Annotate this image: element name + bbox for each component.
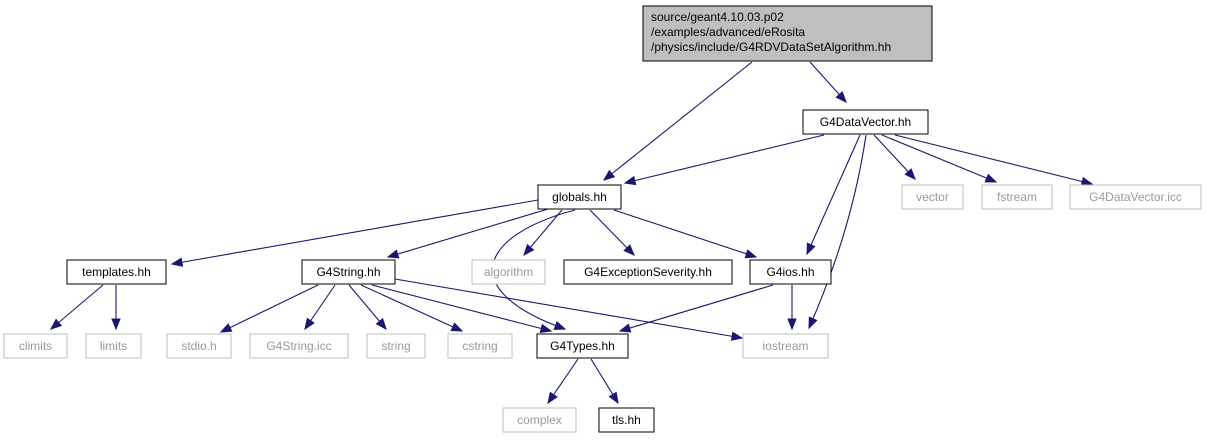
node-g4string-icc[interactable]: G4String.icc xyxy=(249,333,349,359)
edge-datavector-to-fstream xyxy=(881,134,997,183)
node-algorithm[interactable]: algorithm xyxy=(471,259,546,285)
svg-text:climits: climits xyxy=(19,339,52,353)
arrowhead-templates-to-climits xyxy=(49,318,63,330)
arrowhead-globals-to-g4types xyxy=(553,321,567,330)
svg-text:fstream: fstream xyxy=(997,190,1037,204)
svg-text:G4DataVector.icc: G4DataVector.icc xyxy=(1089,190,1182,204)
edge-datavector-to-iostream xyxy=(808,134,867,329)
arrowhead-globals-to-exception xyxy=(623,244,635,256)
edge-g4ios-to-g4types xyxy=(619,284,774,332)
arrowhead-datavector-to-datavector_icc xyxy=(1080,176,1094,187)
arrowhead-datavector-to-globals xyxy=(623,175,637,186)
node-complex[interactable]: complex xyxy=(502,407,577,433)
node-templates-hh[interactable]: templates.hh xyxy=(66,259,167,285)
edge-g4string-to-g4types xyxy=(371,284,552,332)
arrowhead-g4types-to-tls xyxy=(608,391,619,405)
edge-globals-to-templates xyxy=(171,199,539,265)
edge-datavector-to-datavector_icc xyxy=(894,134,1093,185)
node-stdio-h[interactable]: stdio.h xyxy=(166,333,232,359)
svg-text:G4String.icc: G4String.icc xyxy=(266,339,331,353)
node-vector[interactable]: vector xyxy=(901,184,964,210)
arrowhead-datavector-to-g4ios xyxy=(806,242,816,256)
node-iostream[interactable]: iostream xyxy=(742,333,829,359)
edge-g4string-to-iostream xyxy=(394,278,743,339)
arrowhead-globals-to-algorithm xyxy=(523,243,535,257)
svg-text:vector: vector xyxy=(916,190,949,204)
node-fstream[interactable]: fstream xyxy=(981,184,1053,210)
node-g4datavector-icc[interactable]: G4DataVector.icc xyxy=(1069,184,1202,210)
edge-g4string-to-stdio xyxy=(220,284,319,333)
node-g4string-hh[interactable]: G4String.hh xyxy=(301,259,396,285)
arrowhead-main-to-datavector xyxy=(835,91,847,104)
svg-text:complex: complex xyxy=(517,413,562,427)
svg-text:G4String.hh: G4String.hh xyxy=(316,265,380,279)
arrowhead-g4ios-to-iostream xyxy=(787,318,797,331)
node-g4datavector-hh[interactable]: G4DataVector.hh xyxy=(802,109,929,135)
svg-text:G4ios.hh: G4ios.hh xyxy=(766,265,814,279)
svg-text:G4ExceptionSeverity.hh: G4ExceptionSeverity.hh xyxy=(584,265,712,279)
svg-text:algorithm: algorithm xyxy=(484,265,533,279)
arrowhead-g4types-to-complex xyxy=(547,391,558,405)
svg-text:iostream: iostream xyxy=(762,339,808,353)
node-cstring[interactable]: cstring xyxy=(447,333,513,359)
arrowhead-datavector-to-iostream xyxy=(808,316,818,330)
arrowhead-globals-to-g4string xyxy=(386,249,400,259)
node-g4exceptionseverity-hh[interactable]: G4ExceptionSeverity.hh xyxy=(563,259,733,285)
arrowhead-main-to-globals xyxy=(602,169,616,181)
arrowhead-g4string-to-cstring xyxy=(450,322,464,332)
edge-g4string-to-cstring xyxy=(360,284,463,332)
node-main-file[interactable]: source/geant4.10.03.p02 /examples/advanc… xyxy=(642,5,933,62)
main-file-line-1: source/geant4.10.03.p02 xyxy=(651,10,784,24)
arrowhead-templates-to-limits xyxy=(111,318,121,331)
arrowhead-g4string-to-string xyxy=(375,317,387,331)
node-limits[interactable]: limits xyxy=(85,333,142,359)
node-tls-hh[interactable]: tls.hh xyxy=(598,407,655,433)
svg-text:cstring: cstring xyxy=(462,339,497,353)
arrowhead-g4string-to-stdio xyxy=(219,323,233,333)
arrowhead-datavector-to-fstream xyxy=(984,173,998,183)
node-climits[interactable]: climits xyxy=(3,333,68,359)
svg-text:templates.hh: templates.hh xyxy=(82,265,151,279)
svg-text:globals.hh: globals.hh xyxy=(552,190,607,204)
edge-globals-to-g4string xyxy=(387,208,549,258)
edge-datavector-to-g4ios xyxy=(806,134,861,255)
edge-main-to-globals xyxy=(603,61,753,181)
edge-datavector-to-globals xyxy=(624,134,825,184)
svg-text:G4DataVector.hh: G4DataVector.hh xyxy=(820,115,911,129)
arrowhead-g4ios-to-g4types xyxy=(618,323,632,333)
arrowhead-g4string-to-g4types xyxy=(539,323,553,333)
svg-text:string: string xyxy=(381,339,410,353)
svg-text:stdio.h: stdio.h xyxy=(181,339,216,353)
edge-templates-to-climits xyxy=(50,284,104,330)
arrowhead-globals-to-templates xyxy=(170,257,184,267)
svg-text:limits: limits xyxy=(100,339,127,353)
node-globals-hh[interactable]: globals.hh xyxy=(537,184,622,210)
arrowhead-globals-to-g4ios xyxy=(744,249,758,259)
svg-text:tls.hh: tls.hh xyxy=(612,413,641,427)
svg-text:G4Types.hh: G4Types.hh xyxy=(550,339,615,353)
edge-globals-to-g4ios xyxy=(613,209,757,258)
node-g4ios-hh[interactable]: G4ios.hh xyxy=(749,259,832,285)
node-g4types-hh[interactable]: G4Types.hh xyxy=(536,333,629,359)
arrowhead-g4string-to-g4string_icc xyxy=(304,317,315,331)
main-file-line-2: /examples/advanced/eRosita xyxy=(651,25,805,39)
main-file-line-3: /physics/include/G4RDVDataSetAlgorithm.h… xyxy=(651,40,891,54)
arrowhead-datavector-to-vector xyxy=(904,168,916,180)
arrowhead-g4string-to-iostream xyxy=(730,331,744,341)
node-string[interactable]: string xyxy=(366,333,426,359)
